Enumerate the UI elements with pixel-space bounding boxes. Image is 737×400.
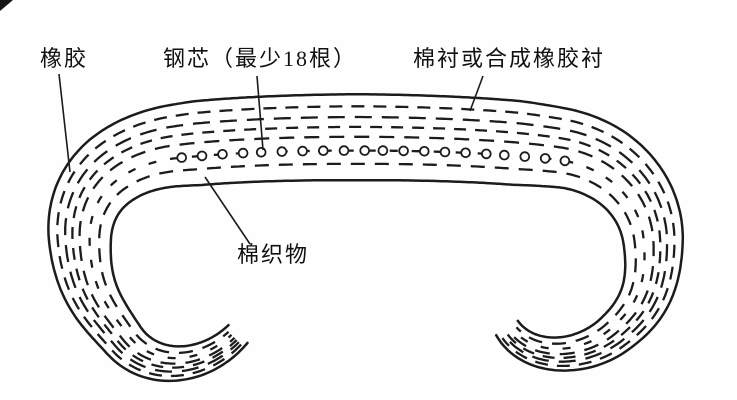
- steel-core-circle: [559, 155, 571, 167]
- steel-core-circle: [176, 152, 188, 163]
- steel-core-circle: [418, 146, 430, 157]
- belt-layers: [47, 92, 685, 383]
- steel-core-circle: [196, 150, 208, 162]
- label-cotton-fabric: 棉织物: [237, 242, 309, 267]
- steel-core-circle: [217, 149, 228, 160]
- steel-core-circle: [237, 147, 249, 159]
- belt-ply-dashed-layer-3: [71, 125, 662, 369]
- belt-outer-contour: [47, 92, 685, 383]
- steel-core-circle: [480, 148, 492, 160]
- steel-core-circle: [398, 145, 409, 157]
- steel-core-circle: [297, 145, 308, 157]
- steel-core-circle: [460, 147, 471, 159]
- steel-core-circle: [439, 146, 451, 158]
- steel-core-circle: [317, 145, 329, 157]
- steel-core-circle: [276, 146, 288, 157]
- steel-core-circle: [359, 145, 371, 156]
- steel-core-circle: [498, 149, 510, 161]
- belt-ply-dashed-layer-5: [88, 149, 646, 360]
- steel-core-circle: [377, 145, 389, 156]
- steel-core-circle: [519, 151, 531, 162]
- leader-line-cotton-fabric: [204, 176, 251, 245]
- steel-core-circle: [539, 153, 551, 164]
- scan-artifact-corner: [0, 0, 13, 11]
- belt-ply-dashed-layer-4: [78, 135, 655, 365]
- belt-ply-dashed-layer-1: [56, 105, 676, 378]
- steel-core-circle: [338, 145, 350, 156]
- steel-core-circle: [255, 147, 267, 158]
- leader-line-steel-core: [256, 75, 264, 151]
- leader-line-rubber: [58, 73, 71, 173]
- label-steel-core: 钢芯（最少18根）: [163, 46, 357, 71]
- labels: 橡胶 钢芯（最少18根） 棉衬或合成橡胶衬 棉织物: [40, 46, 605, 267]
- label-rubber: 橡胶: [40, 46, 88, 71]
- belt-ply-dashed-layer-2: [64, 115, 669, 373]
- belt-ply-dashed-layer-6: [98, 162, 637, 355]
- leader-lines: [58, 73, 484, 245]
- steel-core-circles: [176, 145, 571, 167]
- leader-line-lining: [469, 75, 484, 112]
- belt-inner-contour: [109, 178, 627, 348]
- label-lining: 棉衬或合成橡胶衬: [413, 46, 605, 71]
